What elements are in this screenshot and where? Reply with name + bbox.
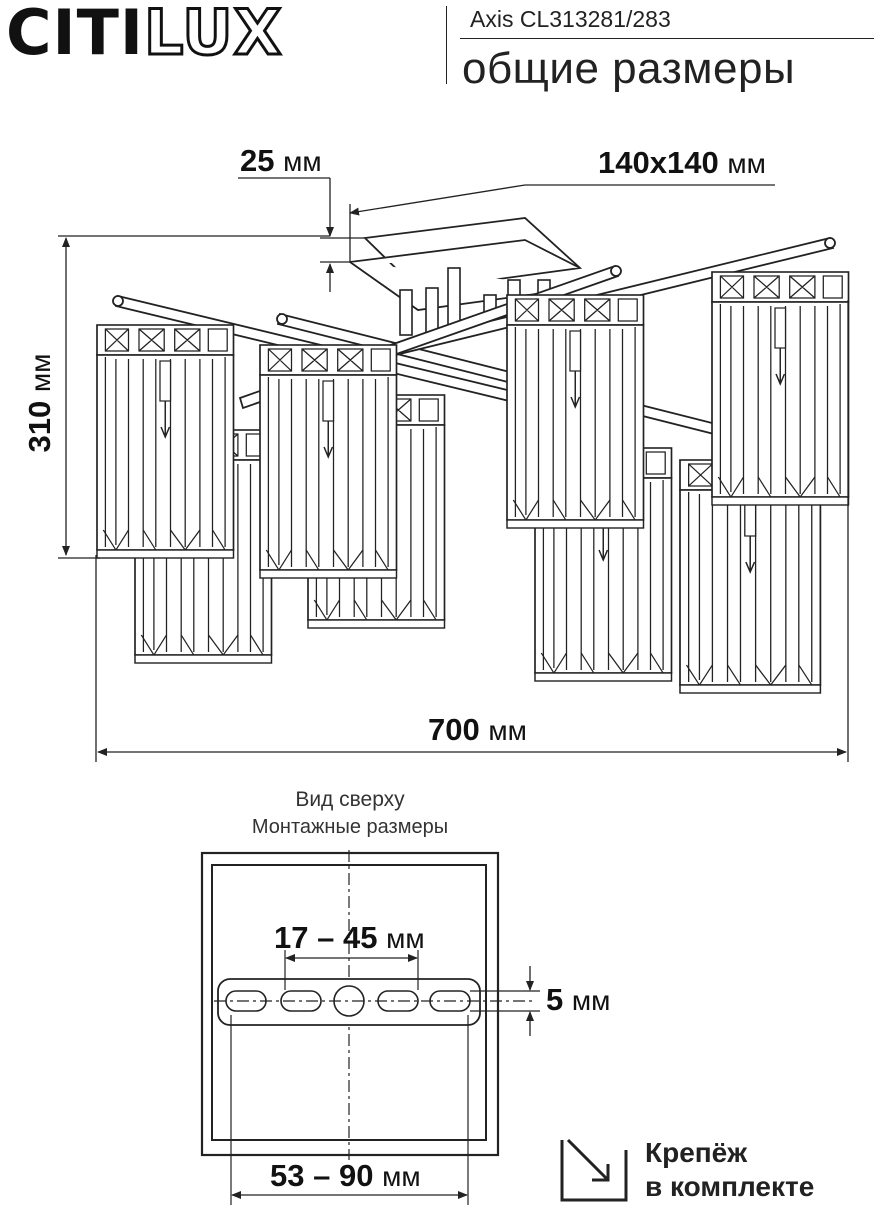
ceiling-plate xyxy=(349,217,583,311)
hole-spacing-value: 53 – 90 xyxy=(270,1158,374,1193)
top-view-subtitle: Монтажные размеры xyxy=(251,816,449,838)
plate-gap-unit: мм xyxy=(283,146,322,177)
width-label: 700 мм xyxy=(428,712,527,748)
plate-size-label: 140x140 мм xyxy=(598,145,766,181)
dimension-lines xyxy=(58,177,849,762)
slot-width-label: 5 мм xyxy=(546,982,610,1018)
height-unit: мм xyxy=(25,353,56,393)
slot-spacing-label: 17 – 45 мм xyxy=(274,920,425,956)
header-underline xyxy=(460,38,874,39)
height-value: 310 xyxy=(22,400,57,453)
brand-logo-part-b: LUX xyxy=(142,0,283,69)
slot-spacing-value: 17 – 45 xyxy=(274,920,378,955)
plate-size-value: 140x140 xyxy=(598,145,719,180)
drawing-title: общие размеры xyxy=(462,44,796,93)
slot-spacing-unit: мм xyxy=(386,923,425,954)
width-unit: мм xyxy=(488,715,527,746)
top-view-mount xyxy=(200,850,540,1205)
slot-width-unit: мм xyxy=(571,985,611,1016)
arrow-into-box-icon xyxy=(560,1138,628,1202)
plate-gap-label: 25 мм xyxy=(240,143,322,179)
header-divider xyxy=(446,6,447,84)
hole-spacing-label: 53 – 90 мм xyxy=(270,1158,421,1194)
note-line-2: в комплекте xyxy=(645,1171,815,1202)
model-number: Axis CL313281/283 xyxy=(470,6,671,32)
width-value: 700 xyxy=(428,712,480,747)
plate-size-unit: мм xyxy=(727,148,766,179)
slot-width-value: 5 xyxy=(546,982,564,1017)
hardware-included-note: Крепёж в комплекте xyxy=(645,1136,814,1204)
brand-logo: CITILUX xyxy=(6,0,283,65)
brand-logo-part-a: CITI xyxy=(6,0,144,69)
plate-gap-value: 25 xyxy=(240,143,275,178)
height-label: 310 мм xyxy=(22,333,58,473)
note-line-1: Крепёж xyxy=(645,1137,748,1168)
hole-spacing-unit: мм xyxy=(382,1161,421,1192)
top-view-title: Вид сверху xyxy=(295,788,405,811)
